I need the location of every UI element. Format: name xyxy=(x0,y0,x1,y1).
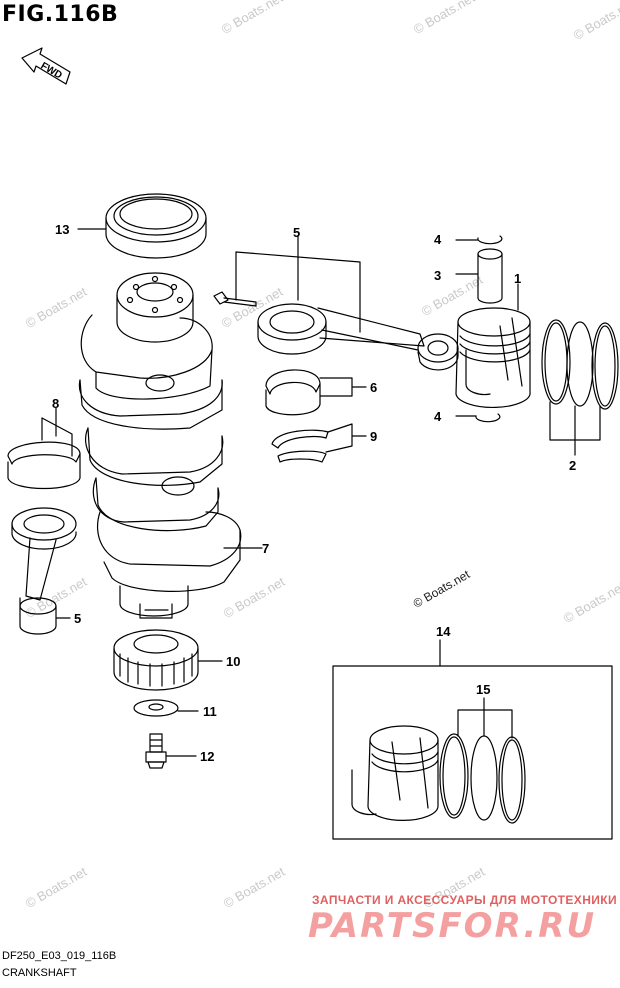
callout-4-top: 4 xyxy=(434,232,442,247)
banner-subtitle: ЗАПЧАСТИ И АКСЕССУАРЫ ДЛЯ МОТОТЕХНИКИ xyxy=(312,893,618,907)
connecting-rod-part xyxy=(235,235,459,371)
piston-part xyxy=(455,283,531,409)
figure-title: FIG.116B xyxy=(2,2,119,27)
callout-15: 15 xyxy=(476,682,491,697)
oil-seal-part xyxy=(77,193,207,259)
thrust-washer-part xyxy=(271,423,367,463)
callout-3: 3 xyxy=(434,268,442,283)
bolt-part xyxy=(145,733,197,769)
callout-8: 8 xyxy=(52,396,60,411)
callout-14: 14 xyxy=(436,624,451,639)
callout-13: 13 xyxy=(55,222,70,237)
crank-gear-part xyxy=(113,629,223,691)
circlip-part xyxy=(455,235,503,423)
connecting-rod-lower-part xyxy=(11,507,77,635)
piston-set-piston-part xyxy=(351,725,439,821)
callout-10: 10 xyxy=(226,654,241,669)
fwd-arrow-icon: FWD xyxy=(21,47,71,85)
callout-7: 7 xyxy=(262,541,270,556)
callout-9: 9 xyxy=(370,429,378,444)
callout-12: 12 xyxy=(200,749,215,764)
piston-set-box xyxy=(332,639,613,840)
callout-1: 1 xyxy=(514,271,522,286)
callout-11: 11 xyxy=(203,704,217,719)
conrod-bolt-part xyxy=(213,291,257,307)
callout-2: 2 xyxy=(569,458,577,473)
piston-ring-set-part xyxy=(541,319,619,456)
diagram-code: DF250_E03_019_116B xyxy=(2,950,117,962)
callout-5-top: 5 xyxy=(293,225,301,240)
section-name: CRANKSHAFT xyxy=(2,967,77,979)
piston-set-rings-part xyxy=(439,697,526,824)
crankshaft-part xyxy=(78,272,263,619)
callout-6: 6 xyxy=(370,380,378,395)
piston-pin-part xyxy=(455,248,503,304)
callout-5-bottom: 5 xyxy=(74,611,82,626)
banner-brand[interactable]: PARTSFOR.RU xyxy=(308,906,597,946)
washer-part xyxy=(133,699,199,717)
conrod-bearing-part xyxy=(265,369,367,416)
callout-4-bottom: 4 xyxy=(434,409,442,424)
crankshaft-bearing-part xyxy=(7,407,81,490)
fwd-label: FWD xyxy=(39,61,64,82)
